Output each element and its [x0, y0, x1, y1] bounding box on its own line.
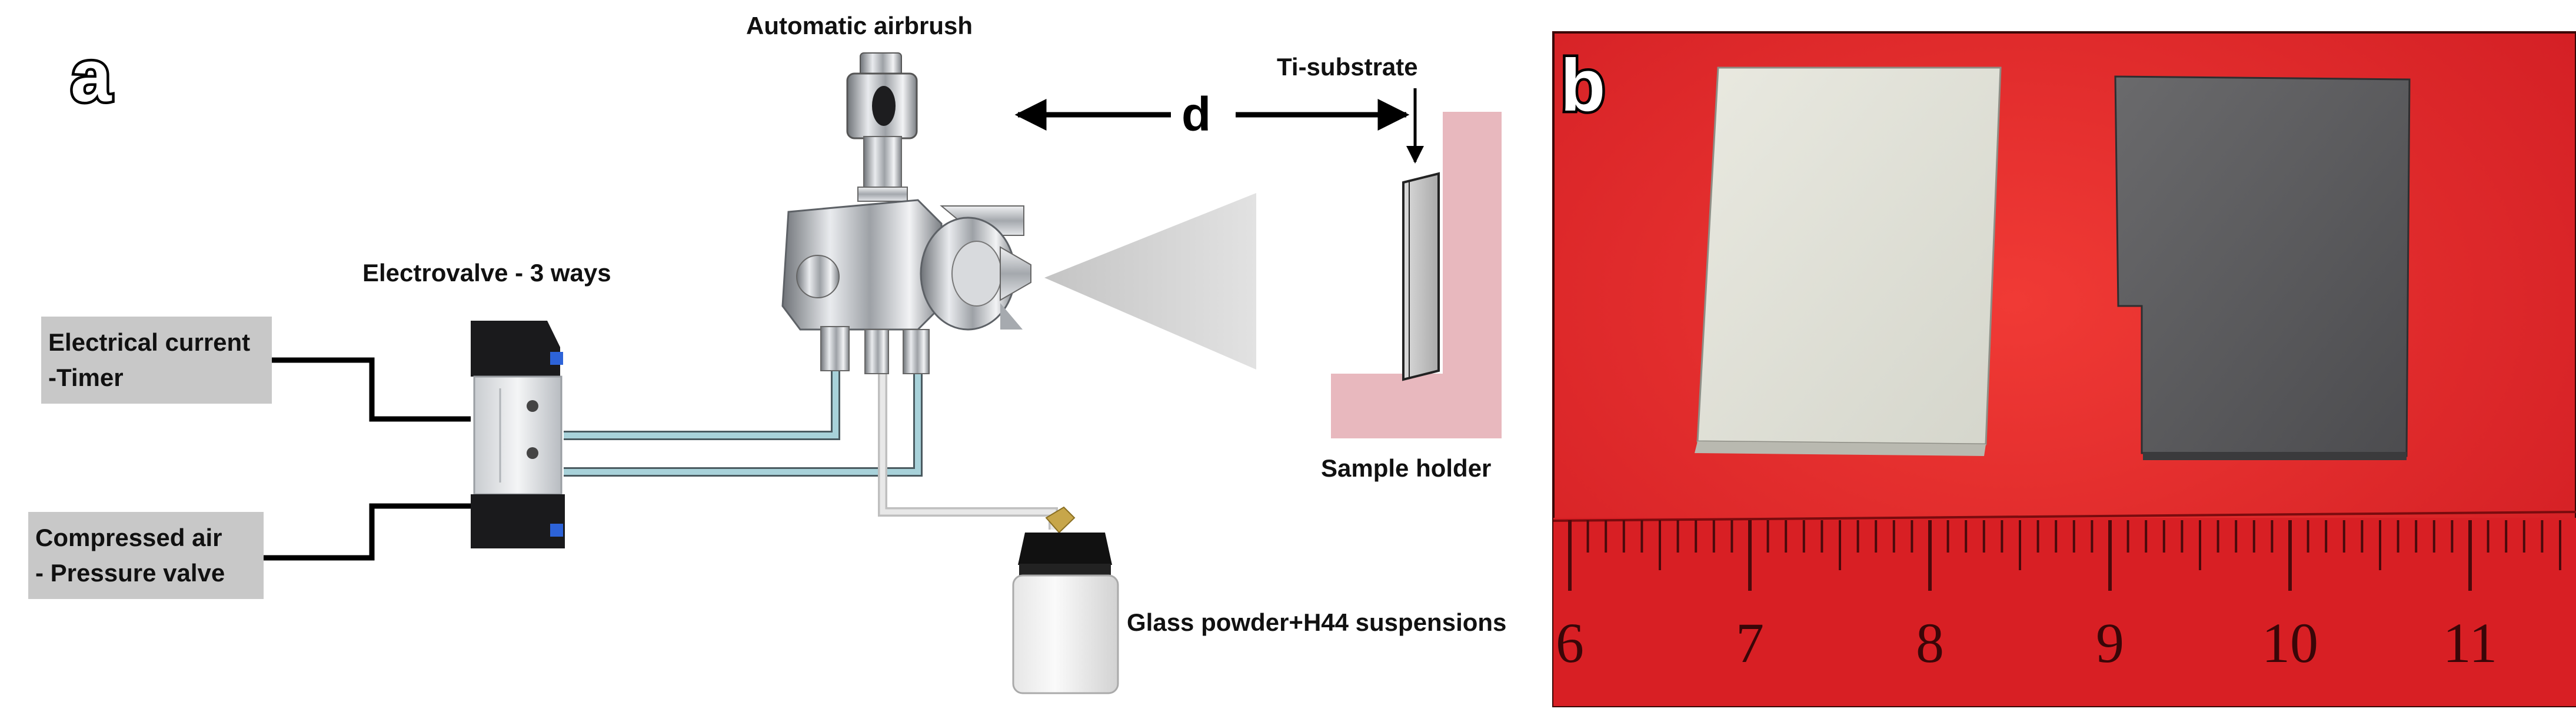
panel-b-letter: b: [1560, 45, 1605, 127]
electrovalve-body: [473, 375, 563, 495]
ruler: [1553, 518, 2576, 706]
feed-tube: [878, 371, 1058, 530]
compressed-air-label-line2: - Pressure valve: [35, 559, 225, 587]
panel-b: 6 7 8 9 10 11 b: [1552, 31, 2576, 707]
electrovalve: [471, 321, 565, 548]
airbrush-label: Automatic airbrush: [746, 12, 973, 39]
panel-a: a Electrical current -Timer Compressed a…: [28, 12, 1506, 694]
jar-body: [1012, 574, 1119, 694]
electrovalve-bottom-coil: [471, 494, 565, 548]
ruler-number: 6: [1556, 611, 1584, 674]
ruler-number: 7: [1736, 611, 1764, 674]
ruler-number: 11: [2443, 611, 2497, 674]
sample-holder: [1331, 112, 1502, 438]
electrical-current-label-line2: -Timer: [48, 364, 124, 391]
electrovalve-blue-cap-top: [550, 352, 563, 365]
electrovalve-top-coil: [471, 321, 560, 377]
electrovalve-blue-cap-bottom: [550, 524, 563, 537]
blue-tube-upper-inner: [564, 371, 838, 438]
electrovalve-port-1: [527, 400, 538, 412]
ruler-number: 8: [1916, 611, 1944, 674]
distance-label: d: [1182, 88, 1211, 141]
suspension-jar: [1012, 506, 1119, 694]
electrical-wire: [272, 357, 471, 422]
compressed-air-label-line1: Compressed air: [35, 524, 222, 551]
compressed-air-box: [28, 512, 264, 599]
airbrush-nozzle: [1000, 246, 1031, 301]
blue-tube-lower-inner: [564, 371, 921, 475]
grey-sample: [2114, 75, 2411, 457]
ruler-ticks: [1568, 520, 2561, 591]
electrical-current-label-line1: Electrical current: [48, 328, 250, 356]
blue-tube-upper: [564, 371, 840, 440]
white-sample: [1696, 66, 2002, 445]
electrovalve-label: Electrovalve - 3 ways: [362, 259, 611, 287]
ti-substrate-label: Ti-substrate: [1277, 53, 1418, 81]
ruler-numbers: 6 7 8 9 10 11: [1556, 611, 2497, 674]
suspension-label: Glass powder+H44 suspensions: [1127, 608, 1506, 636]
automatic-airbrush: [781, 52, 1031, 374]
ti-substrate: [1402, 172, 1440, 381]
electrical-current-box: [41, 317, 272, 404]
jar-lid: [1018, 533, 1112, 565]
blue-tube-lower: [564, 371, 923, 477]
ruler-number: 9: [2096, 611, 2124, 674]
spray-cone: [1044, 193, 1256, 370]
sample-holder-label: Sample holder: [1321, 454, 1491, 482]
panel-a-letter: a: [71, 35, 112, 117]
electrovalve-port-2: [527, 447, 538, 459]
ruler-number: 10: [2262, 611, 2318, 674]
air-wire: [264, 503, 471, 561]
